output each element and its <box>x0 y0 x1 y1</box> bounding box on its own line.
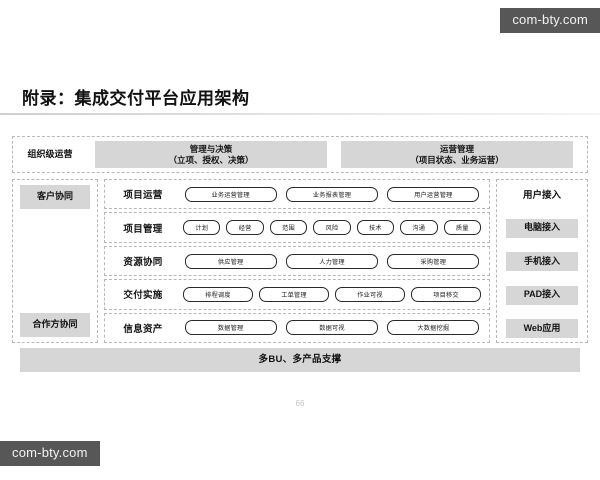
organization-band-boxes: 管理与决策 （立项、授权、决策） 运营管理 （项目状态、业务运营） <box>81 141 581 168</box>
support-band: 多BU、多产品支撑 <box>12 348 588 372</box>
capability-pill[interactable]: 大数据挖掘 <box>387 320 480 336</box>
capability-row-label: 信息资产 <box>123 323 163 335</box>
capability-pill-group: 排程调度 工单管理 作业可视 项目移交 <box>183 286 481 302</box>
capability-pill[interactable]: 业务报表管理 <box>285 186 378 202</box>
capability-row-label: 项目运营 <box>123 190 163 202</box>
capability-row-information-assets: 信息资产 数据管理 数据可视 大数据挖掘 <box>104 312 490 344</box>
band-box-operations[interactable]: 运营管理 （项目状态、业务运营） <box>341 141 573 168</box>
collaboration-column: 客户协同 合作方协同 <box>12 179 98 343</box>
support-band-box[interactable]: 多BU、多产品支撑 <box>20 348 580 372</box>
capability-pill[interactable]: 经营 <box>226 220 264 236</box>
capability-row-resource-collaboration: 资源协同 供应管理 人力管理 采购管理 <box>104 245 490 277</box>
capability-column: 项目运营 业务运营管理 业务报表管理 用户运营管理 项目管理 计划 经营 范围 … <box>104 179 490 344</box>
access-box-mobile[interactable]: 手机接入 <box>506 252 578 271</box>
access-box-pad[interactable]: PAD接入 <box>506 285 578 305</box>
capability-pill[interactable]: 项目移交 <box>411 286 481 302</box>
capability-row-delivery-implementation: 交付实施 排程调度 工单管理 作业可视 项目移交 <box>104 279 490 310</box>
capability-pill[interactable]: 用户运营管理 <box>387 186 480 202</box>
watermark-bottom: com-bty.com <box>0 441 100 467</box>
page-title: 附录：集成交付平台应用架构 <box>22 89 250 108</box>
architecture-diagram: 组织级运营 管理与决策 （立项、授权、决策） 运营管理 （项目状态、业务运营） … <box>12 136 588 376</box>
user-access-column: 用户接入 电脑接入 手机接入 PAD接入 Web应用 <box>496 179 588 343</box>
capability-row-project-operations: 项目运营 业务运营管理 业务报表管理 用户运营管理 <box>104 179 490 210</box>
capability-pill[interactable]: 技术 <box>356 220 395 236</box>
capability-pill-group: 供应管理 人力管理 采购管理 <box>183 253 481 269</box>
capability-pill[interactable]: 业务运营管理 <box>184 186 277 202</box>
page-number: 66 <box>295 399 305 408</box>
capability-pill[interactable]: 供应管理 <box>184 253 277 269</box>
capability-pill-group: 数据管理 数据可视 大数据挖掘 <box>183 320 481 336</box>
capability-row-label: 交付实施 <box>123 290 163 302</box>
capability-row-label: 资源协同 <box>123 257 163 269</box>
organization-band: 组织级运营 管理与决策 （立项、授权、决策） 运营管理 （项目状态、业务运营） <box>12 136 588 173</box>
user-access-header: 用户接入 <box>522 190 561 201</box>
capability-pill[interactable]: 计划 <box>183 220 221 236</box>
access-box-pc[interactable]: 电脑接入 <box>506 218 578 238</box>
band-box-management-subtitle: （立项、授权、决策） <box>168 154 254 165</box>
capability-row-label: 项目管理 <box>123 223 163 235</box>
capability-pill[interactable]: 工单管理 <box>259 286 329 302</box>
band-box-management[interactable]: 管理与决策 （立项、授权、决策） <box>95 141 327 168</box>
band-box-operations-subtitle: （项目状态、业务运营） <box>410 154 504 165</box>
band-box-management-title: 管理与决策 <box>189 143 233 154</box>
capability-pill-group: 业务运营管理 业务报表管理 用户运营管理 <box>183 186 481 202</box>
capability-pill[interactable]: 数据可视 <box>285 320 378 336</box>
capability-pill[interactable]: 质量 <box>443 220 481 236</box>
collab-partner-box[interactable]: 合作方协同 <box>20 313 90 337</box>
capability-pill[interactable]: 采购管理 <box>387 253 480 269</box>
collab-customer-box[interactable]: 客户协同 <box>20 185 90 209</box>
band-box-operations-title: 运营管理 <box>439 143 474 154</box>
capability-pill[interactable]: 风险 <box>313 220 351 236</box>
capability-pill[interactable]: 沟通 <box>400 220 438 236</box>
organization-label: 组织级运营 <box>27 148 73 159</box>
capability-pill-group: 计划 经营 范围 风险 技术 沟通 质量 <box>183 220 481 236</box>
capability-pill[interactable]: 数据管理 <box>184 320 277 336</box>
diagram-middle: 客户协同 合作方协同 项目运营 业务运营管理 业务报表管理 用户运营管理 项目管… <box>12 179 588 344</box>
capability-pill[interactable]: 排程调度 <box>183 286 253 302</box>
access-box-web[interactable]: Web应用 <box>506 319 578 338</box>
capability-pill[interactable]: 人力管理 <box>285 253 378 269</box>
capability-pill[interactable]: 范围 <box>269 220 308 236</box>
capability-row-project-management: 项目管理 计划 经营 范围 风险 技术 沟通 质量 <box>104 212 490 243</box>
watermark-top: com-bty.com <box>500 8 600 34</box>
title-divider <box>0 113 600 115</box>
capability-pill[interactable]: 作业可视 <box>335 286 405 302</box>
